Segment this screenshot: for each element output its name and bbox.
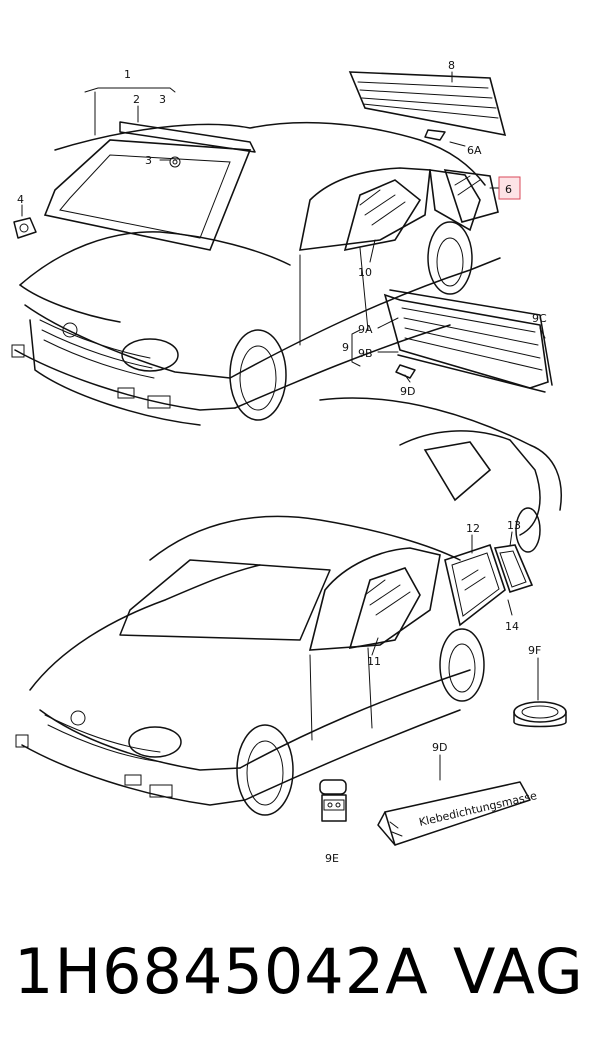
callout-9f: 9F bbox=[528, 644, 541, 657]
callout-6a: 6A bbox=[467, 144, 482, 157]
parts-diagram: Klebedichtungsmasse 1 2 3 bbox=[11, 59, 567, 865]
clip-6a-icon bbox=[424, 129, 446, 141]
quarter-glass-6 bbox=[443, 169, 499, 223]
callout-9: 9 bbox=[342, 341, 349, 354]
callout-3-top: 3 bbox=[159, 93, 166, 106]
callout-13: 13 bbox=[507, 519, 521, 532]
callout-1: 1 bbox=[124, 68, 131, 81]
callout-2: 2 bbox=[133, 93, 140, 106]
window-frame-13 bbox=[493, 544, 534, 593]
callout-labels: 1 2 3 3 4 8 6A 6 10 9A 9C 9 9B 9D 12 13 … bbox=[17, 59, 547, 865]
callout-9e: 9E bbox=[325, 852, 339, 865]
callout-6: 6 bbox=[505, 183, 512, 196]
callout-9a: 9A bbox=[358, 323, 373, 336]
callout-8: 8 bbox=[448, 59, 455, 72]
callout-12: 12 bbox=[466, 522, 480, 535]
callout-11: 11 bbox=[367, 655, 381, 668]
callout-9d-bottom: 9D bbox=[432, 741, 447, 754]
rear-window-8 bbox=[348, 71, 507, 137]
callout-10: 10 bbox=[358, 266, 372, 279]
callout-4: 4 bbox=[17, 193, 24, 206]
callout-9b: 9B bbox=[358, 347, 373, 360]
callout-3: 3 bbox=[145, 154, 152, 167]
tube-label: Klebedichtungsmasse bbox=[418, 789, 539, 829]
seal-ring-9f-icon bbox=[513, 701, 567, 728]
adhesive-tube-9d-icon: Klebedichtungsmasse bbox=[377, 781, 539, 846]
mirror-clip-icon bbox=[13, 217, 37, 239]
top-car bbox=[11, 121, 501, 426]
callout-14: 14 bbox=[505, 620, 519, 633]
callout-9c: 9C bbox=[532, 312, 547, 325]
adhesive-jar-9e-icon bbox=[319, 779, 347, 822]
clip-9d-icon bbox=[395, 364, 416, 379]
sensor-icon bbox=[169, 156, 181, 168]
bottom-car bbox=[15, 397, 562, 816]
brand-label: VAG bbox=[453, 935, 584, 1008]
callout-highlight-box bbox=[498, 176, 521, 200]
leader-lines bbox=[21, 71, 546, 781]
window-frame-12 bbox=[444, 543, 506, 627]
part-number: 1H6845042A bbox=[14, 935, 429, 1008]
rear-window-9-set bbox=[383, 289, 553, 393]
callout-9d-top: 9D bbox=[400, 385, 415, 398]
